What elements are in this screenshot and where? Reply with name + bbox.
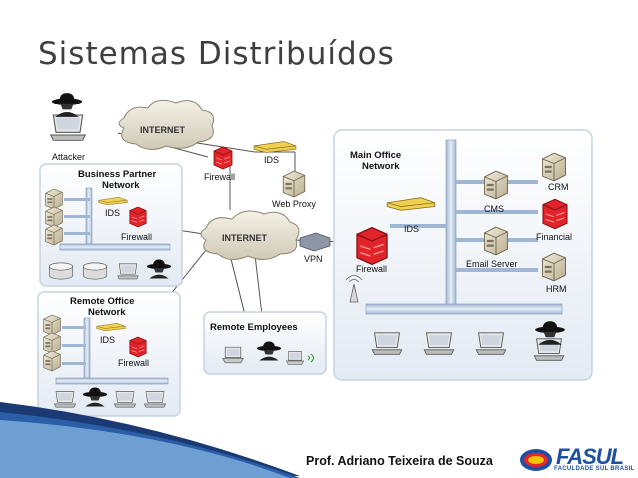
remote-office-title-1: Remote Office xyxy=(70,296,134,307)
router-icon xyxy=(299,232,331,252)
business-partner-title-2: Network xyxy=(102,180,140,191)
network-box xyxy=(333,129,593,381)
server-hrm-label: HRM xyxy=(546,284,567,294)
business-partner-network: Business Partner Network IDS Firewall xyxy=(39,163,183,287)
web-proxy-label: Web Proxy xyxy=(272,199,316,209)
perimeter-firewall: Firewall xyxy=(204,146,235,182)
web-proxy: Web Proxy xyxy=(272,170,316,209)
hacker-icon xyxy=(51,93,83,117)
antenna-icon xyxy=(349,283,359,303)
server-icon xyxy=(541,252,567,282)
remote-office-ids-label: IDS xyxy=(100,335,115,345)
laptop-icon xyxy=(222,346,244,364)
network-box xyxy=(39,163,183,287)
cloud-icon xyxy=(200,210,300,260)
attacker-label: Attacker xyxy=(52,152,85,162)
slide-swoosh xyxy=(0,402,300,478)
workstation-icon xyxy=(53,391,77,408)
server-hrm: HRM xyxy=(541,252,567,294)
remote-employees: Remote Employees xyxy=(203,311,327,375)
wireless-access-point xyxy=(345,275,363,303)
vpn-device: VPN xyxy=(299,232,331,264)
logo-subtitle: FACULDADE SUL BRASIL xyxy=(554,466,635,472)
server-icon xyxy=(282,170,306,198)
internet-mid-label: INTERNET xyxy=(222,233,268,243)
footer-author: Prof. Adriano Teixeira de Souza xyxy=(306,454,493,468)
business-partner-ids-label: IDS xyxy=(105,208,120,218)
server-email-label: Email Server xyxy=(466,259,518,269)
server-icon xyxy=(541,152,567,182)
main-office-title-2: Network xyxy=(362,161,400,172)
server-crm-label: CRM xyxy=(548,182,569,192)
cloud-icon xyxy=(118,99,215,150)
workstation-icon xyxy=(371,332,403,355)
firewall-icon xyxy=(129,336,147,358)
firewall-icon xyxy=(213,146,233,170)
server-financial-label: Financial xyxy=(536,232,572,242)
workstation-icon xyxy=(423,332,455,355)
laptop-icon xyxy=(285,350,305,366)
storage-icon xyxy=(82,262,108,280)
workstation-icon xyxy=(143,391,167,408)
workstation-icon xyxy=(113,391,137,408)
attacker-node: Attacker xyxy=(49,93,87,162)
server-icon xyxy=(45,206,63,228)
attacker-computer-icon xyxy=(49,114,87,142)
workstation-icon xyxy=(117,263,139,280)
main-office-firewall-label: Firewall xyxy=(356,264,387,274)
internet-cloud-middle: INTERNET xyxy=(200,210,300,260)
server-icon xyxy=(483,170,509,200)
financial-server-icon xyxy=(542,198,568,230)
server-financial: Financial xyxy=(536,198,572,242)
network-box xyxy=(37,291,181,417)
slide-title: Sistemas Distribuídos xyxy=(38,36,395,72)
server-icon xyxy=(43,314,61,336)
vpn-label: VPN xyxy=(304,254,323,264)
server-icon xyxy=(43,332,61,354)
remote-office-network: Remote Office Network IDS Firewall xyxy=(37,291,181,417)
storage-icon xyxy=(48,262,74,280)
perimeter-firewall-label: Firewall xyxy=(204,172,235,182)
firewall-icon xyxy=(356,226,388,266)
server-email: Email Server xyxy=(466,226,518,269)
server-icon xyxy=(43,350,61,372)
server-icon xyxy=(45,188,63,210)
main-office-network: Main Office Network IDS Firewall CRM CMS… xyxy=(333,129,593,381)
internet-cloud-top: INTERNET xyxy=(118,99,215,150)
remote-office-firewall-label: Firewall xyxy=(118,358,149,368)
workstation-icon xyxy=(475,332,507,355)
main-office-title-1: Main Office xyxy=(350,150,401,161)
remote-office-title-2: Network xyxy=(88,307,126,318)
server-icon xyxy=(483,226,509,256)
business-partner-title-1: Business Partner xyxy=(78,169,156,180)
internet-top-label: INTERNET xyxy=(140,125,186,135)
firewall-icon xyxy=(129,206,147,228)
ids-device-icon xyxy=(253,141,297,153)
remote-employees-label: Remote Employees xyxy=(210,322,298,333)
wireless-icon xyxy=(307,353,314,363)
server-crm: CRM xyxy=(541,152,569,192)
server-cms-label: CMS xyxy=(484,204,504,214)
server-cms: CMS xyxy=(483,170,509,214)
main-office-ids-label: IDS xyxy=(404,224,419,234)
perimeter-ids: IDS xyxy=(253,141,297,165)
server-icon xyxy=(45,224,63,246)
fasul-logo xyxy=(520,449,552,471)
perimeter-ids-label: IDS xyxy=(264,155,279,165)
logo-name: FASUL xyxy=(556,444,624,469)
business-partner-firewall-label: Firewall xyxy=(121,232,152,242)
